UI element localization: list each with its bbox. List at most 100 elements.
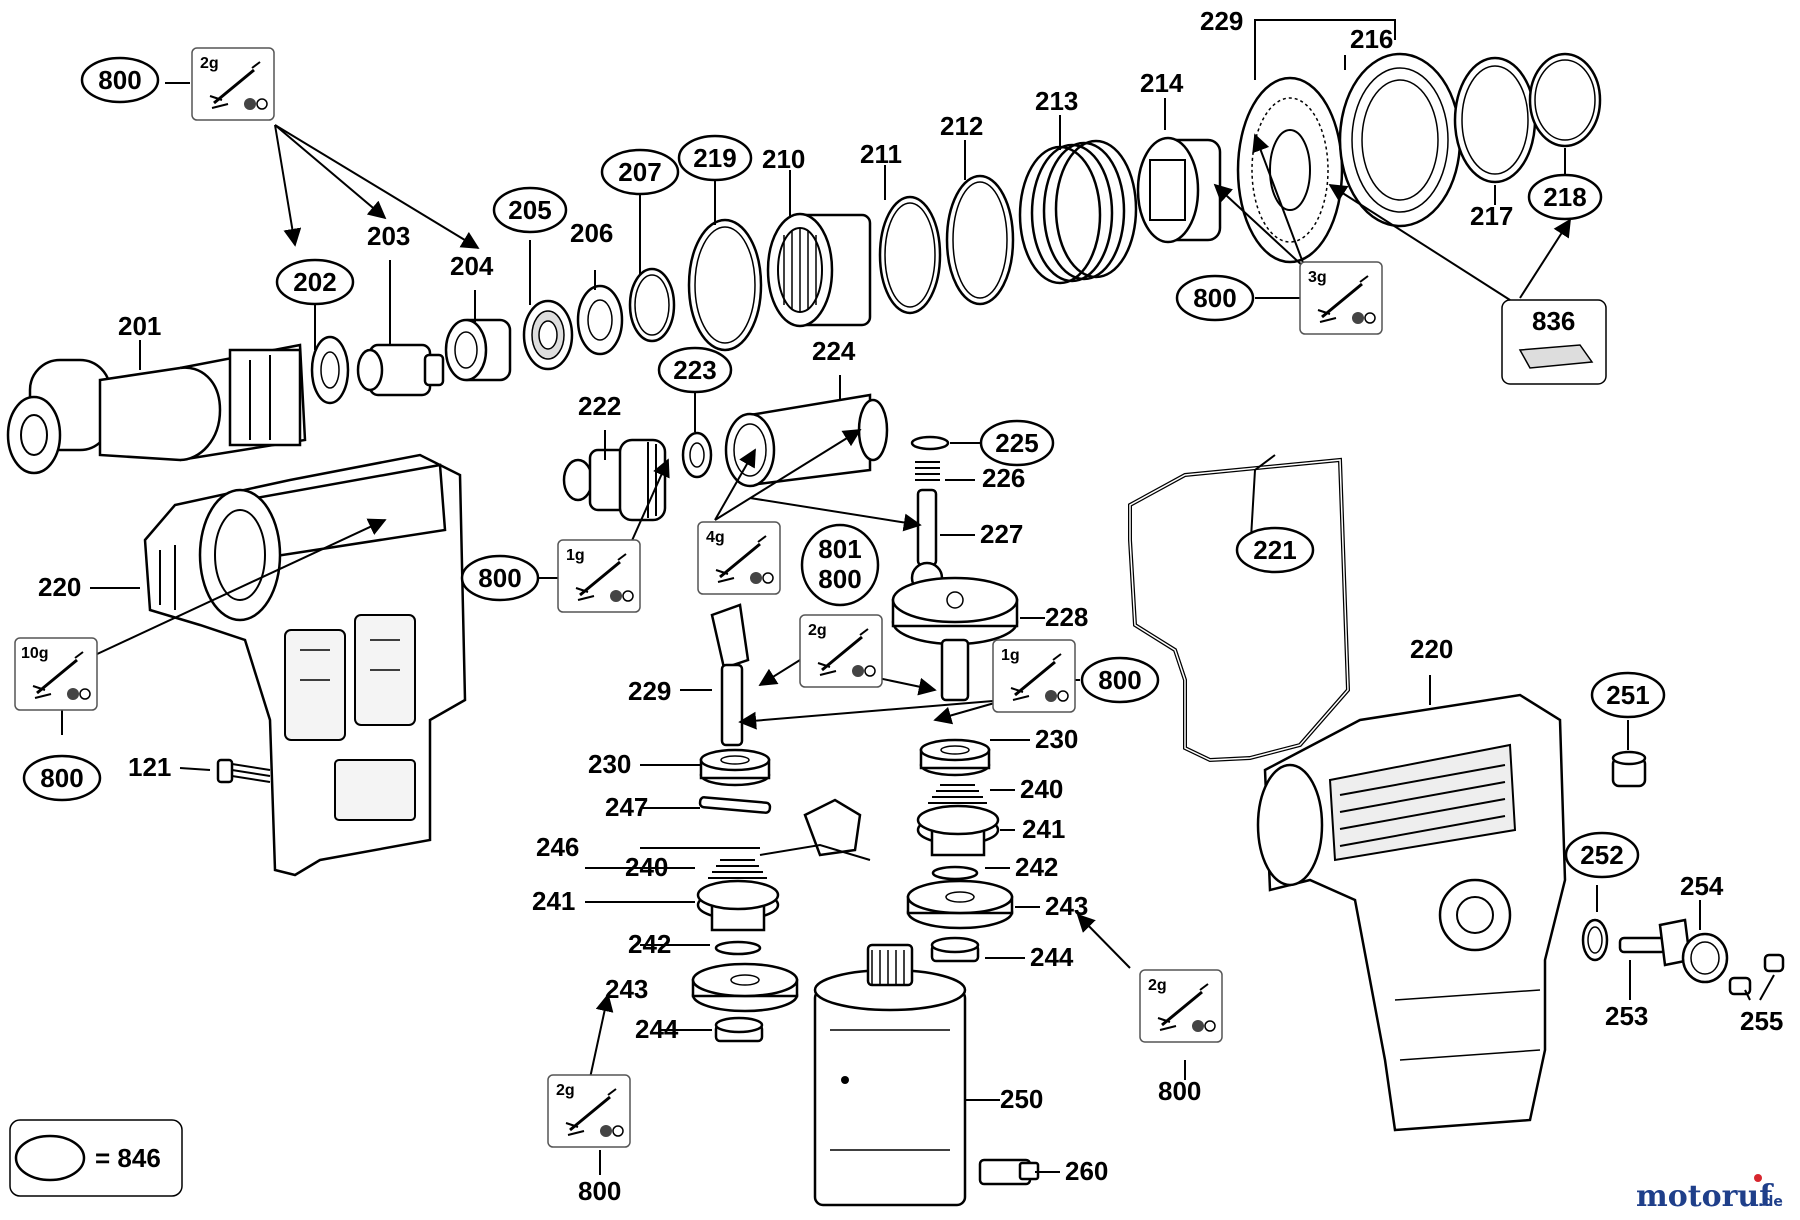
svg-text:800: 800 bbox=[818, 564, 861, 594]
svg-text:214: 214 bbox=[1140, 68, 1184, 98]
part-243a-gear bbox=[691, 962, 799, 1013]
part-255-screws bbox=[1728, 953, 1785, 996]
svg-text:800: 800 bbox=[1158, 1076, 1201, 1106]
svg-text:212: 212 bbox=[940, 111, 983, 141]
svg-text:260: 260 bbox=[1065, 1156, 1108, 1186]
svg-text:211: 211 bbox=[860, 139, 902, 169]
svg-text:225: 225 bbox=[995, 428, 1038, 458]
part-240b-spring bbox=[928, 784, 987, 804]
svg-text:230: 230 bbox=[1035, 724, 1078, 754]
oval-205: 205 bbox=[492, 186, 568, 234]
part-225-circlip bbox=[910, 435, 950, 451]
part-246-switch bbox=[759, 798, 871, 861]
part-251-cap bbox=[1611, 750, 1647, 788]
part-242a-washer bbox=[714, 940, 762, 956]
svg-text:204: 204 bbox=[450, 251, 494, 281]
part-201-spindle bbox=[6, 343, 307, 475]
svg-text:244: 244 bbox=[1030, 942, 1074, 972]
part-240-spring bbox=[708, 859, 767, 879]
kit-2g-right-bottom: 2g bbox=[1138, 968, 1224, 1044]
svg-text:253: 253 bbox=[1605, 1001, 1648, 1031]
svg-text:229: 229 bbox=[1200, 6, 1243, 36]
kit-1g-left: 1g bbox=[556, 538, 642, 614]
svg-text:244: 244 bbox=[635, 1014, 679, 1044]
part-220a-gear-housing bbox=[143, 453, 467, 877]
svg-text:800: 800 bbox=[40, 763, 83, 793]
svg-text:201: 201 bbox=[118, 311, 161, 341]
svg-text:252: 252 bbox=[1580, 840, 1623, 870]
svg-text:203: 203 bbox=[367, 221, 410, 251]
oval-251: 251 bbox=[1590, 671, 1666, 719]
oval-801-800: 801 800 bbox=[800, 523, 880, 607]
svg-text:800: 800 bbox=[478, 563, 521, 593]
svg-text:207: 207 bbox=[618, 157, 661, 187]
svg-text:219: 219 bbox=[693, 143, 736, 173]
svg-text:121: 121 bbox=[128, 752, 171, 782]
watermark-logo: motoruf .de bbox=[1636, 1174, 1783, 1214]
part-247-pin bbox=[698, 796, 772, 814]
leader-lines bbox=[59, 19, 1775, 1175]
svg-text:2g: 2g bbox=[556, 1082, 575, 1099]
svg-text:255: 255 bbox=[1740, 1006, 1783, 1036]
svg-text:800: 800 bbox=[578, 1176, 621, 1206]
part-203-striker bbox=[356, 343, 445, 397]
svg-text:254: 254 bbox=[1680, 871, 1724, 901]
part-242b-washer bbox=[931, 865, 979, 881]
svg-text:motoruf: motoruf bbox=[1636, 1179, 1774, 1214]
part-226-spring bbox=[915, 461, 940, 481]
part-230b-bearing bbox=[919, 738, 991, 777]
oval-800-left: 800 bbox=[22, 754, 102, 802]
oval-207: 207 bbox=[600, 148, 680, 196]
svg-text:220: 220 bbox=[38, 572, 81, 602]
svg-text:206: 206 bbox=[570, 218, 613, 248]
svg-text:800: 800 bbox=[1098, 665, 1141, 695]
part-250-motor bbox=[813, 943, 967, 1207]
part-260-brush bbox=[978, 1158, 1040, 1186]
svg-text:230: 230 bbox=[588, 749, 631, 779]
svg-text:.de: .de bbox=[1758, 1194, 1783, 1210]
oval-800-piston: 800 bbox=[460, 554, 540, 602]
part-229b-pinion-shaft bbox=[710, 603, 750, 747]
part-244a-bearing bbox=[714, 1016, 764, 1043]
oval-218: 218 bbox=[1527, 173, 1603, 221]
kit-10g: 10g bbox=[13, 636, 99, 712]
oval-225: 225 bbox=[979, 419, 1055, 467]
kit-4g: 4g bbox=[696, 520, 782, 596]
oval-800-crank: 800 bbox=[1080, 656, 1160, 704]
svg-text:2g: 2g bbox=[200, 55, 219, 72]
svg-text:1g: 1g bbox=[1001, 647, 1020, 664]
part-labels: 201 203 204 206 210 211 212 213 214 229 … bbox=[38, 6, 1783, 1206]
svg-text:217: 217 bbox=[1470, 201, 1513, 231]
svg-text:247: 247 bbox=[605, 792, 648, 822]
kit-1g-right: 1g bbox=[991, 638, 1077, 714]
svg-text:210: 210 bbox=[762, 144, 805, 174]
svg-text:224: 224 bbox=[812, 336, 856, 366]
svg-text:= 846: = 846 bbox=[95, 1143, 161, 1173]
kit-2g-top: 2g bbox=[190, 46, 276, 122]
part-214-clutch bbox=[1136, 136, 1222, 244]
svg-text:243: 243 bbox=[605, 974, 648, 1004]
kit-2g-left-bottom: 2g bbox=[546, 1073, 632, 1149]
svg-text:222: 222 bbox=[578, 391, 621, 421]
svg-text:242: 242 bbox=[1015, 852, 1058, 882]
svg-text:2g: 2g bbox=[1148, 977, 1167, 994]
svg-text:246: 246 bbox=[536, 832, 579, 862]
oval-202: 202 bbox=[275, 258, 355, 306]
kit-3g: 3g bbox=[1298, 260, 1384, 336]
svg-text:205: 205 bbox=[508, 195, 551, 225]
svg-text:202: 202 bbox=[293, 267, 336, 297]
part-253-plug bbox=[1618, 918, 1692, 967]
part-204-sleeve bbox=[444, 318, 512, 382]
oval-219: 219 bbox=[677, 134, 753, 182]
part-244b-bearing bbox=[930, 936, 980, 963]
part-243b-gear bbox=[906, 879, 1014, 930]
part-210-needle-bearing bbox=[766, 212, 872, 328]
part-228-crank bbox=[891, 576, 1019, 702]
svg-text:250: 250 bbox=[1000, 1084, 1043, 1114]
svg-text:241: 241 bbox=[1022, 814, 1065, 844]
oval-221: 221 bbox=[1235, 526, 1315, 574]
svg-text:251: 251 bbox=[1606, 680, 1649, 710]
svg-text:2g: 2g bbox=[808, 622, 827, 639]
oval-223: 223 bbox=[657, 346, 733, 394]
